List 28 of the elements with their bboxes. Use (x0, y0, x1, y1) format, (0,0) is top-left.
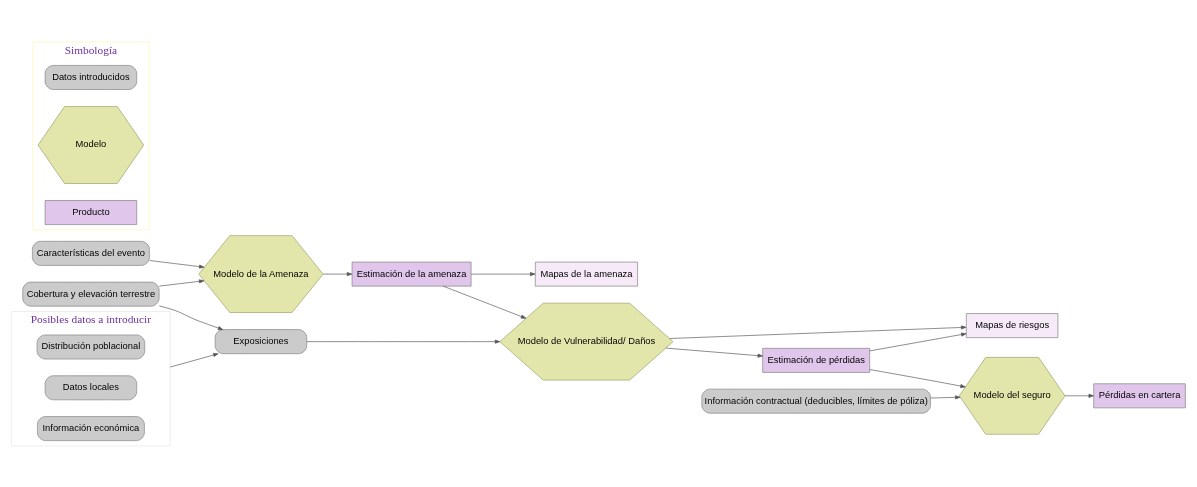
node-box: Producto (44, 199, 138, 225)
arrow (930, 394, 961, 399)
arrow (665, 347, 763, 358)
arrow (158, 278, 205, 286)
arrow (470, 271, 536, 276)
arrow (149, 259, 205, 269)
node-box: Exposiciones (214, 328, 308, 354)
node-box: Pérdidas en cartera (1093, 382, 1186, 408)
node-box: Cobertura y elevación terrestre (22, 281, 160, 307)
node-box: Distribución poblacional (36, 334, 146, 359)
arrow (158, 305, 224, 330)
node-box: Información contractual (deducibles, límites de póliza) (701, 388, 931, 414)
arrow (306, 339, 501, 344)
node-box: Mapas de riesgos (966, 312, 1059, 338)
node-box: Mapas de la amenaza (534, 261, 638, 286)
arrow (442, 285, 527, 319)
node-box: Estimación de pérdidas (762, 347, 870, 373)
node-box: Datos locales (44, 374, 138, 400)
arrow (322, 271, 353, 276)
node-box: Estimación de la amenaza (351, 261, 472, 286)
arrow (169, 352, 219, 367)
node-box: Características del evento (32, 240, 150, 266)
node-box: Datos introducidos (44, 64, 138, 90)
arrow (869, 368, 966, 388)
arrow (869, 332, 967, 351)
arrow (669, 325, 967, 339)
arrow (1064, 393, 1094, 398)
node-box: Información económica (37, 415, 145, 441)
